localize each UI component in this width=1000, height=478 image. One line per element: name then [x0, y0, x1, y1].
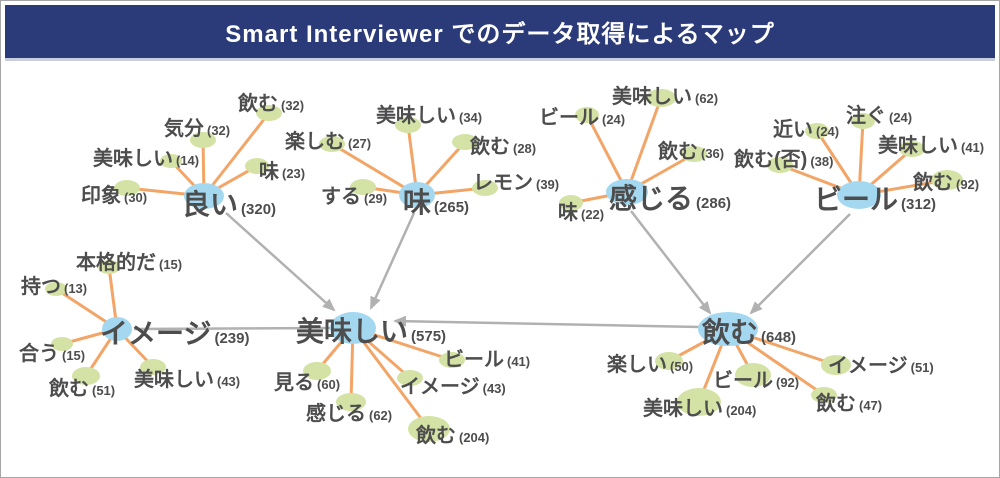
hub-node-kanjiru[interactable]: [606, 179, 648, 205]
edge-line-oishii-4: [351, 326, 431, 431]
satellite-node-nomu-2[interactable]: [677, 388, 721, 416]
hub-label-kanjiru: 感じる(286): [609, 183, 731, 214]
satellite-node-yoi-1[interactable]: [160, 154, 182, 168]
satellite-label-beer-3: 美味しい(41): [878, 133, 984, 157]
satellite-label-image-4: 美味しい(43): [134, 367, 240, 391]
satellite-node-yoi-3[interactable]: [256, 105, 282, 121]
edge-line-kanjiru-1: [625, 96, 663, 194]
satellite-label-image-2: 合う(15): [19, 341, 85, 365]
satellite-label-nomu-2: 美味しい(204): [643, 396, 756, 420]
hub-node-aji[interactable]: [399, 182, 435, 208]
hub-label-beer: ビール(312): [814, 184, 936, 215]
satellite-label-oishii-3: ビール(41): [444, 348, 530, 371]
satellite-label-oishii-1: 感じる(62): [306, 401, 392, 425]
satellite-label-yoi-2: 気分(32): [164, 116, 230, 140]
satellite-node-oishii-0[interactable]: [303, 362, 331, 380]
hub-node-nomu[interactable]: [698, 312, 758, 346]
satellite-node-oishii-4[interactable]: [408, 416, 450, 442]
satellite-label-kanjiru-3: 味(22): [558, 201, 604, 224]
satellite-node-beer-0[interactable]: [767, 157, 793, 173]
satellite-label-nomu-0: 楽しい(50): [607, 352, 693, 376]
arrow-aji-to-oishii: [369, 212, 416, 310]
satellite-node-image-0[interactable]: [98, 260, 120, 274]
satellite-node-aji-0[interactable]: [319, 136, 345, 152]
satellite-node-kanjiru-0[interactable]: [575, 107, 599, 123]
satellite-label-aji-4: する(29): [321, 185, 387, 208]
satellite-node-image-3[interactable]: [72, 367, 100, 385]
satellite-node-yoi-4[interactable]: [245, 158, 269, 174]
satellite-node-yoi-0[interactable]: [114, 180, 140, 196]
satellite-node-oishii-3[interactable]: [439, 352, 465, 368]
hub-label-nomu: 飲む(648): [702, 316, 796, 348]
satellite-label-aji-1: 美味しい(34): [376, 103, 482, 127]
hub-label-image: イメージ(239): [100, 318, 249, 349]
satellite-label-beer-1: 近い(24): [773, 117, 839, 141]
satellite-node-oishii-2[interactable]: [397, 370, 423, 386]
satellite-label-beer-0: 飲む(否)(38): [733, 147, 833, 171]
satellite-label-yoi-3: 飲む(32): [237, 91, 304, 115]
satellite-label-oishii-4: 飲む(204): [415, 423, 489, 447]
satellite-label-image-3: 飲む(51): [48, 376, 115, 400]
satellite-label-nomu-4: イメージ(51): [828, 355, 934, 377]
satellite-label-aji-0: 楽しむ(27): [285, 129, 371, 153]
satellite-node-kanjiru-1[interactable]: [646, 89, 676, 107]
hub-label-oishii: 美味しい(575): [296, 316, 446, 347]
satellite-node-kanjiru-2[interactable]: [681, 146, 707, 162]
hub-label-yoi: 良い(320): [182, 188, 276, 220]
arrow-yoi-to-oishii: [225, 212, 336, 312]
hub-node-beer[interactable]: [837, 181, 881, 209]
satellite-node-image-2[interactable]: [51, 337, 73, 351]
edge-line-aji-0: [330, 142, 419, 197]
hub-node-image[interactable]: [102, 317, 132, 341]
page-title: Smart Interviewer でのデータ取得によるマップ: [225, 21, 775, 48]
hub-node-oishii[interactable]: [330, 312, 376, 344]
satellite-label-image-0: 本格的だ(15): [76, 250, 182, 274]
satellite-label-oishii-2: イメージ(43): [400, 376, 506, 398]
satellite-node-yoi-2[interactable]: [190, 132, 216, 148]
satellite-node-nomu-1[interactable]: [735, 363, 771, 387]
satellite-label-aji-2: 飲む(28): [469, 134, 536, 158]
satellite-label-kanjiru-2: 飲む(36): [657, 139, 724, 163]
edge-line-kanjiru-0: [585, 113, 629, 194]
satellite-label-nomu-3: 飲む(47): [815, 391, 882, 415]
satellite-node-beer-2[interactable]: [851, 113, 875, 129]
satellite-node-nomu-3[interactable]: [811, 387, 837, 403]
satellite-node-nomu-0[interactable]: [655, 352, 683, 370]
satellite-label-yoi-4: 味(23): [259, 160, 305, 183]
satellite-label-beer-2: 注ぐ(24): [846, 103, 912, 127]
satellite-label-kanjiru-0: ビール(24): [539, 106, 625, 129]
satellite-label-oishii-0: 見る(60): [274, 371, 340, 394]
satellite-node-aji-2[interactable]: [452, 134, 478, 150]
satellite-node-image-4[interactable]: [140, 359, 166, 375]
satellite-label-yoi-0: 印象(30): [81, 183, 147, 207]
satellite-label-aji-3: レモン(39): [473, 172, 559, 194]
satellite-node-kanjiru-3[interactable]: [559, 195, 583, 211]
arrow-nomu-to-oishii: [393, 315, 701, 329]
arrow-kanjiru-to-nomu: [630, 210, 712, 315]
satellite-node-beer-1[interactable]: [805, 123, 829, 139]
satellite-node-beer-4[interactable]: [931, 170, 963, 190]
hub-label-aji: 味(265): [403, 187, 469, 218]
satellite-label-beer-4: 飲む(92): [912, 170, 979, 194]
title-underline: [5, 58, 995, 61]
satellite-node-nomu-4[interactable]: [821, 355, 851, 375]
satellite-label-yoi-1: 美味しい(14): [93, 146, 199, 170]
hub-node-yoi[interactable]: [184, 183, 224, 209]
satellite-node-aji-4[interactable]: [350, 179, 376, 195]
satellite-node-aji-1[interactable]: [395, 117, 421, 133]
satellite-node-aji-3[interactable]: [472, 180, 498, 196]
satellite-node-image-1[interactable]: [45, 282, 67, 296]
satellite-label-kanjiru-1: 美味しい(62): [612, 84, 718, 108]
edge-line-yoi-3: [202, 111, 271, 198]
satellite-node-beer-3[interactable]: [899, 141, 925, 157]
satellite-label-nomu-1: ビール(92): [713, 369, 799, 392]
title-bar: Smart Interviewer でのデータ取得によるマップ: [5, 5, 995, 58]
arrow-beer-to-nomu: [749, 213, 851, 315]
satellite-label-image-1: 持つ(13): [21, 274, 87, 298]
arrow-image-to-oishii: [133, 326, 334, 331]
satellite-node-oishii-1[interactable]: [336, 393, 366, 411]
